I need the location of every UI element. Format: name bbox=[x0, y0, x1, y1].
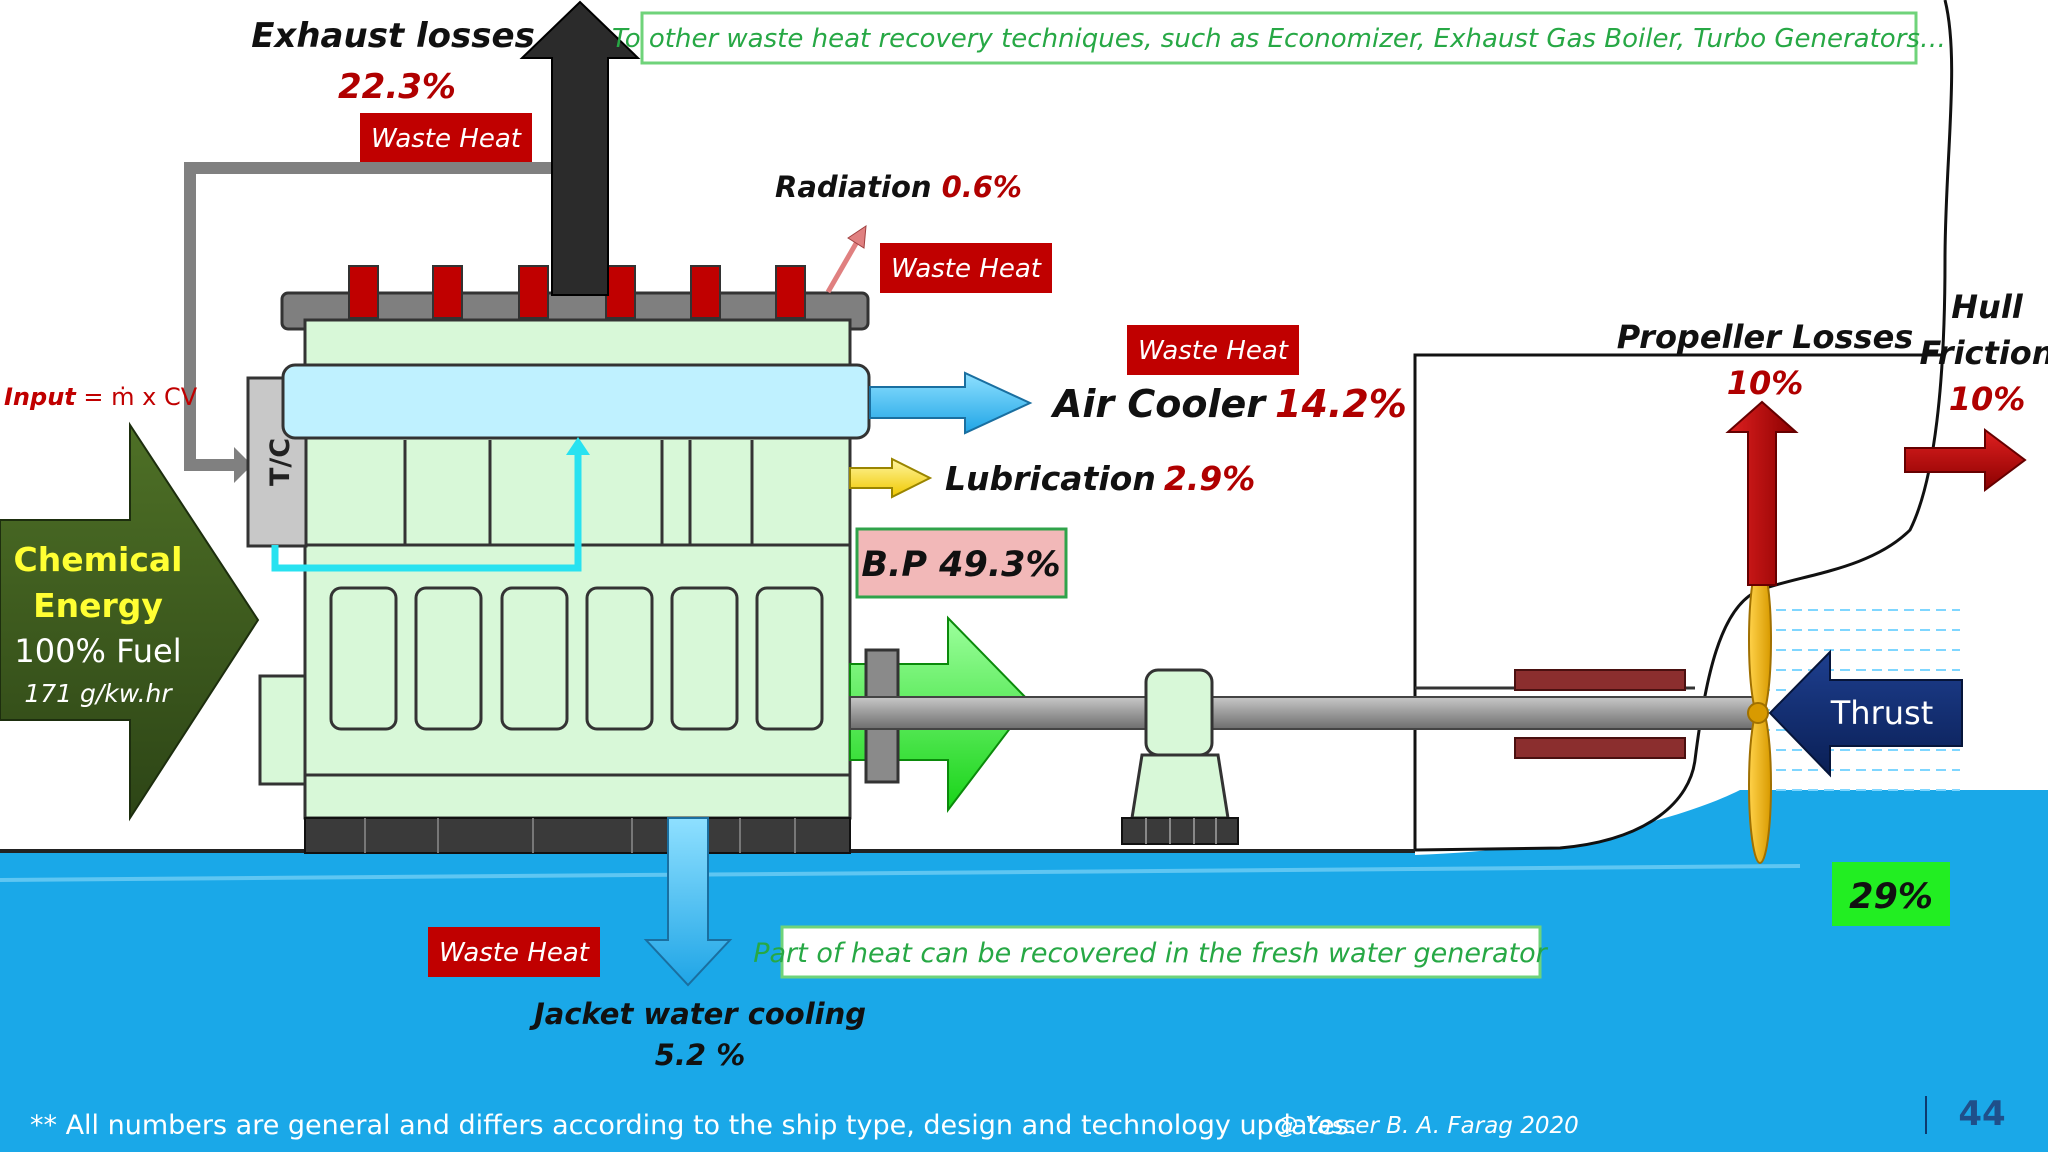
other-recovery-text: To other waste heat recovery techniques,… bbox=[612, 24, 1946, 54]
exhaust-value: 22.3% bbox=[338, 67, 456, 107]
propeller-blade-bottom bbox=[1748, 706, 1772, 864]
brake-power-box bbox=[855, 527, 1068, 599]
footer-credit: @ Yasser B. A. Farag 2020 bbox=[1275, 1113, 1579, 1139]
exhaust-recirculation-pipe bbox=[184, 162, 555, 471]
air-cooler-arrow bbox=[869, 371, 1033, 435]
engine-bedplate bbox=[304, 817, 851, 854]
lubrication-arrow bbox=[849, 457, 933, 499]
input-label: Input bbox=[4, 383, 77, 411]
hull-outline bbox=[1413, 0, 1954, 852]
footer-note: ** All numbers are general and differs a… bbox=[30, 1110, 1357, 1141]
hull-value: 10% bbox=[1949, 380, 2026, 418]
intermediate-bearing bbox=[1121, 668, 1239, 845]
propeller-hub bbox=[1747, 702, 1769, 724]
page-number: 44 bbox=[1958, 1094, 2005, 1134]
stern-bearing-top bbox=[1514, 669, 1686, 691]
radiation-waste-heat-tag bbox=[880, 243, 1052, 293]
exhaust-arrow bbox=[519, 0, 641, 296]
fresh-water-note-box bbox=[780, 925, 1542, 979]
chemical-fuel: 100% Fuel bbox=[14, 632, 181, 670]
bedplate-ribs bbox=[364, 818, 796, 853]
jacket-waste-heat-label: Waste Heat bbox=[439, 938, 590, 968]
stern-bearing-bottom bbox=[1514, 737, 1686, 759]
air-cooler-label: Air Cooler bbox=[1050, 382, 1267, 426]
input-formula: = ṁ x CV bbox=[76, 383, 198, 411]
brake-power-text: B.P 49.3% bbox=[861, 545, 1060, 585]
waterline-highlight bbox=[0, 864, 1801, 882]
propeller-value: 10% bbox=[1727, 364, 1804, 402]
air-cooler-waste-heat-tag bbox=[1127, 325, 1299, 375]
jacket-value: 5.2 % bbox=[655, 1038, 746, 1072]
jacket-label: Jacket water cooling bbox=[529, 997, 866, 1031]
chemical-line1: Chemical bbox=[14, 540, 183, 579]
other-recovery-box bbox=[640, 11, 1918, 65]
air-cooler-waste-heat-label: Waste Heat bbox=[1138, 336, 1289, 366]
lubrication-value: 2.9% bbox=[1164, 459, 1256, 498]
ship-hull bbox=[1415, 0, 2048, 850]
fresh-water-note: Part of heat can be recovered in the fre… bbox=[753, 938, 1548, 969]
lubrication-label: Lubrication bbox=[945, 459, 1156, 498]
turbocharger-label: T/C bbox=[265, 438, 296, 486]
propeller-loss-arrow bbox=[1725, 400, 1799, 586]
exhaust-waste-heat-tag bbox=[360, 113, 532, 162]
scavenge-air-arrowhead bbox=[566, 437, 590, 455]
thrust-percent-box bbox=[1832, 862, 1950, 926]
radiation-waste-heat-label: Waste Heat bbox=[891, 254, 1042, 284]
radiation-arrow bbox=[825, 238, 861, 294]
chemical-sfc: 171 g/kw.hr bbox=[24, 679, 173, 708]
jacket-water-arrow bbox=[643, 817, 733, 987]
input-formula-group: Input = ṁ x CV bbox=[4, 383, 198, 411]
radiation-arrowhead bbox=[847, 225, 867, 249]
hull-line2: Friction bbox=[1919, 334, 2048, 372]
thrust-label: Thrust bbox=[1830, 694, 1933, 732]
thrust-arrow bbox=[1768, 649, 1963, 778]
scavenge-air-line bbox=[271, 450, 582, 572]
hull-friction-arrow bbox=[1904, 428, 2027, 492]
propeller-shaft bbox=[849, 696, 1756, 730]
thrust-percent-value: 29% bbox=[1849, 877, 1933, 917]
radiation-label: Radiation 0.6% bbox=[775, 170, 1022, 204]
propeller-label: Propeller Losses bbox=[1617, 318, 1914, 356]
cylinder-head-studs bbox=[348, 265, 806, 319]
exhaust-waste-heat-label: Waste Heat bbox=[371, 124, 522, 154]
engine-side-box bbox=[258, 674, 307, 786]
recirculation-arrowhead bbox=[234, 447, 252, 483]
exhaust-title: Exhaust losses bbox=[251, 16, 535, 56]
chemical-energy-arrow bbox=[0, 421, 260, 822]
air-cooler-value: 14.2% bbox=[1275, 382, 1407, 426]
crankcase-doors bbox=[329, 586, 824, 731]
jacket-waste-heat-tag bbox=[428, 927, 600, 977]
hull-line1: Hull bbox=[1951, 288, 2024, 326]
chemical-line2: Energy bbox=[33, 586, 163, 625]
radiation-text: Radiation bbox=[775, 170, 932, 204]
engine-upper-panels bbox=[403, 440, 754, 545]
radiation-value: 0.6% bbox=[942, 170, 1022, 204]
scavenge-air-receiver bbox=[281, 363, 871, 440]
